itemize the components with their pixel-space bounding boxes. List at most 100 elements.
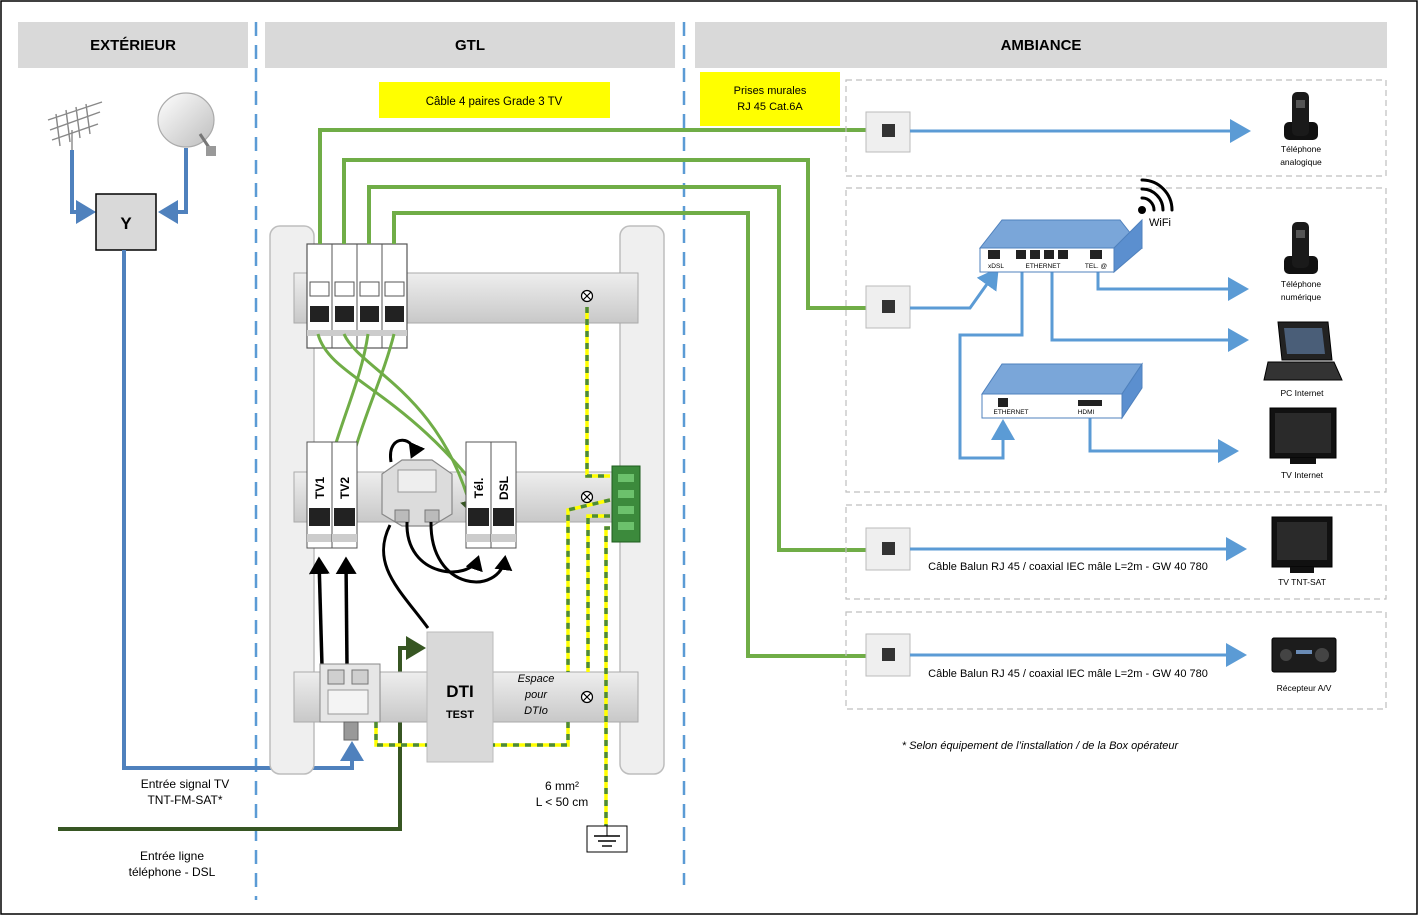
rail-earth-symbol-3 xyxy=(580,690,594,704)
av-receiver-icon xyxy=(1271,637,1337,673)
device-tel-num-line1: Téléphone xyxy=(1281,279,1321,289)
cable-balun-label-2: Câble Balun RJ 45 / coaxial IEC mâle L=2… xyxy=(928,668,1208,680)
module-dsl-label: DSL xyxy=(497,476,511,500)
patch-cord-1 xyxy=(316,333,500,519)
tv-internet-icon xyxy=(1269,407,1337,464)
section-line1: 6 mm² xyxy=(545,779,579,793)
rail-earth-symbol-2 xyxy=(580,490,594,504)
cable-balun-label-1: Câble Balun RJ 45 / coaxial IEC mâle L=2… xyxy=(928,561,1208,573)
phone-icon-analogique xyxy=(1284,92,1318,140)
line-telephone-dsl xyxy=(58,636,426,831)
header-exterieur-label: EXTÉRIEUR xyxy=(90,37,176,54)
cord-filter-loop xyxy=(389,438,426,463)
wall-socket-4 xyxy=(865,633,911,677)
espace-line3: DTIo xyxy=(524,705,548,717)
rail-earth-symbol-1 xyxy=(580,289,594,303)
link-box-pc xyxy=(1050,270,1249,352)
router-port-ethernet: ETHERNET xyxy=(1025,263,1060,270)
device-pc-label: PC Internet xyxy=(1281,388,1325,398)
device-tel-analog-line2: analogique xyxy=(1280,157,1322,167)
satellite-dish-icon xyxy=(157,92,216,156)
wall-socket-1 xyxy=(865,111,911,153)
entree-tv-line1: Entrée signal TV xyxy=(141,777,230,791)
router-port-xdsl: xDSL xyxy=(988,263,1004,270)
module-tv2 xyxy=(331,441,358,549)
zone-box-internet xyxy=(845,187,1387,493)
section-line2: L < 50 cm xyxy=(536,795,589,809)
module-tv1 xyxy=(306,441,333,549)
header-gtl xyxy=(265,22,675,68)
wall-socket-2 xyxy=(865,285,911,329)
device-tel-num-line2: numérique xyxy=(1281,292,1321,302)
coax-tv-input xyxy=(122,250,364,770)
cord-dti-to-filter xyxy=(382,524,430,629)
module-dsl xyxy=(490,441,517,549)
module-tel xyxy=(465,441,492,549)
device-recepteur-label: Récepteur A/V xyxy=(1277,683,1332,693)
espace-line1: Espace xyxy=(518,673,555,685)
wifi-icon xyxy=(1138,178,1174,214)
earth-terminal-block xyxy=(611,465,641,543)
device-tv-internet-label: TV Internet xyxy=(1281,470,1324,480)
device-tel-analog-line1: Téléphone xyxy=(1281,144,1321,154)
earth-wiring xyxy=(374,307,611,826)
cord-coupler-to-tv1 xyxy=(308,556,330,667)
antenna-icon xyxy=(47,101,103,152)
tv-coupler-icon xyxy=(319,663,381,741)
cable-to-socket-1 xyxy=(318,128,866,244)
cable-to-socket-3 xyxy=(367,185,866,552)
coax-dish-to-splitter xyxy=(158,148,188,224)
laptop-icon xyxy=(1263,321,1343,381)
espace-line2: pour xyxy=(524,689,548,701)
cable-to-socket-2 xyxy=(342,158,866,310)
patch-cord-2 xyxy=(342,333,478,515)
module-tv2-label: TV2 xyxy=(338,477,352,499)
footnote: * Selon équipement de l’installation / d… xyxy=(902,740,1180,752)
module-tv1-label: TV1 xyxy=(313,477,327,499)
cable-to-socket-4 xyxy=(392,211,866,658)
zone-telephone-analogique xyxy=(845,79,1387,177)
device-tv-tnt-label: TV TNT-SAT xyxy=(1278,577,1326,587)
link-box-decoder xyxy=(958,270,1024,460)
tv-decoder xyxy=(981,362,1143,420)
coax-antenna-to-splitter xyxy=(70,150,96,224)
module-tel-label: Tél. xyxy=(472,478,486,499)
entree-tv-line2: TNT-FM-SAT* xyxy=(147,793,222,807)
router-port-tel: TEL. @ xyxy=(1085,263,1108,270)
wifi-label: WiFi xyxy=(1149,217,1171,229)
header-exterieur xyxy=(18,22,248,68)
link-decoder-tv xyxy=(1088,418,1239,463)
note-prises-line1: Prises murales xyxy=(734,85,807,97)
wall-socket-3 xyxy=(865,527,911,571)
decoder-port-ethernet: ETHERNET xyxy=(993,409,1028,416)
zone-recepteur xyxy=(845,611,1387,710)
cord-filter-to-dsl xyxy=(429,521,513,584)
phone-icon-numerique xyxy=(1284,222,1318,274)
entree-ligne-line2: téléphone - DSL xyxy=(129,865,216,879)
dti-label: DTI xyxy=(446,682,473,701)
splitter-y-label: Y xyxy=(120,214,132,233)
cord-filter-to-tel xyxy=(405,521,483,574)
link-box-tel-num xyxy=(1096,270,1249,301)
entree-ligne-line1: Entrée ligne xyxy=(140,849,204,863)
ground-icon xyxy=(586,825,628,853)
tv-tnt-icon xyxy=(1271,516,1333,573)
adsl-filter-icon xyxy=(381,459,453,527)
note-prises-murales xyxy=(700,72,840,126)
header-ambiance xyxy=(695,22,1387,68)
note-prises-line2: RJ 45 Cat.6A xyxy=(737,101,803,113)
header-ambiance-label: AMBIANCE xyxy=(1001,37,1082,54)
splitter-y-box xyxy=(95,193,157,251)
dti-box xyxy=(426,631,494,763)
link-socket2-box xyxy=(910,267,999,310)
note-cable-4-paires xyxy=(379,82,610,118)
note-cable-4-paires-text: Câble 4 paires Grade 3 TV xyxy=(426,96,563,108)
internet-box xyxy=(978,218,1144,274)
header-gtl-label: GTL xyxy=(455,37,485,54)
dti-test-label: TEST xyxy=(446,709,474,721)
decoder-port-hdmi: HDMI xyxy=(1078,409,1095,416)
zone-tv-tnt xyxy=(845,504,1387,600)
